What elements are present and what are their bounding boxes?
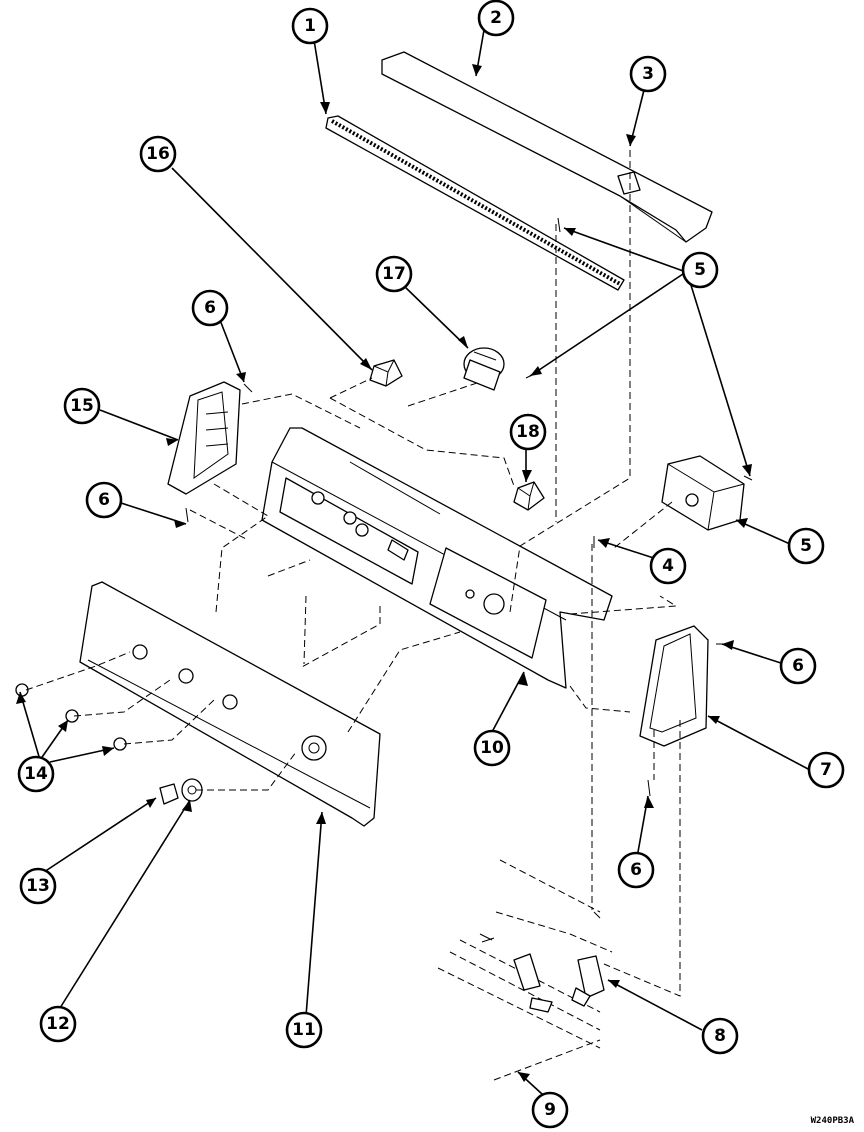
leader-lines [19, 29, 811, 1095]
left-end-cap [167, 381, 241, 495]
callout-17: 17 [375, 255, 413, 293]
callout-13: 13 [19, 867, 57, 905]
callout-1-label: 1 [304, 16, 316, 36]
callout-4: 4 [649, 547, 687, 585]
assembly-lines [25, 150, 681, 997]
callout-16-label: 16 [146, 144, 170, 164]
callout-2-label: 2 [490, 8, 502, 28]
callout-18: 18 [509, 413, 547, 451]
cabinet-bracket [437, 859, 613, 1081]
callout-6b-label: 6 [98, 490, 110, 510]
control-panel-back [261, 427, 613, 689]
callout-18-label: 18 [516, 422, 540, 442]
callout-5a-label: 5 [694, 260, 706, 280]
callout-5b: 5 [787, 527, 825, 565]
callout-12-label: 12 [46, 1014, 70, 1034]
callout-15: 15 [63, 387, 101, 425]
callout-9-label: 9 [544, 1100, 556, 1120]
callout-9: 9 [531, 1091, 569, 1129]
callout-15-label: 15 [70, 396, 94, 416]
callout-10-label: 10 [480, 738, 504, 758]
push-buttons [15, 683, 127, 751]
arrowheads [16, 64, 752, 1082]
callout-11-label: 11 [292, 1020, 316, 1040]
knob [159, 783, 179, 805]
callout-6c: 6 [779, 647, 817, 685]
callout-3-label: 3 [642, 64, 654, 84]
callout-3: 3 [629, 55, 667, 93]
callout-13-label: 13 [26, 876, 50, 896]
drawing-id: W240PB3A [810, 1116, 854, 1126]
callout-16: 16 [139, 135, 177, 173]
callout-8: 8 [701, 1017, 739, 1055]
callout-5a: 5 [681, 251, 719, 289]
callout-6a-label: 6 [204, 298, 216, 318]
callout-6c-label: 6 [792, 656, 804, 676]
callout-7: 7 [807, 751, 845, 789]
control-panel-front [79, 581, 381, 827]
callout-1: 1 [291, 7, 329, 45]
callout-12: 12 [39, 1005, 77, 1043]
callout-6a: 6 [191, 289, 229, 327]
callout-5b-label: 5 [800, 536, 812, 556]
callout-6d-label: 6 [630, 860, 642, 880]
callout-7-label: 7 [820, 760, 832, 780]
push-switch [369, 359, 403, 387]
callout-4-label: 4 [662, 556, 674, 576]
timer [661, 455, 745, 531]
grille-strip [325, 115, 625, 291]
callout-6d: 6 [617, 851, 655, 889]
callout-17-label: 17 [382, 264, 406, 284]
callout-14-label: 14 [24, 764, 48, 784]
callout-11: 11 [285, 1011, 323, 1049]
right-end-cap [639, 625, 709, 747]
callout-10: 10 [473, 729, 511, 767]
callout-14: 14 [17, 755, 55, 793]
rotary-switch [463, 347, 505, 391]
callout-6b: 6 [85, 481, 123, 519]
push-switch-lower [513, 481, 545, 511]
callout-2: 2 [477, 0, 515, 37]
callout-8-label: 8 [714, 1026, 726, 1046]
